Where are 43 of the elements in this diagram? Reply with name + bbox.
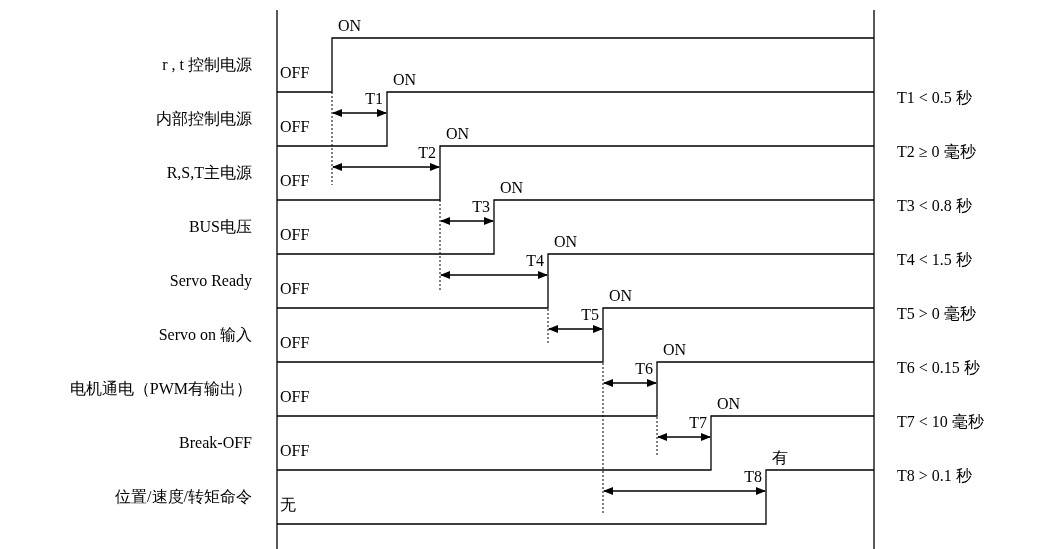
signal-name: R,S,T主电源 bbox=[166, 165, 252, 181]
state-label: ON bbox=[554, 234, 578, 250]
signal-name: 内部控制电源 bbox=[156, 111, 252, 127]
state-label: OFF bbox=[280, 335, 310, 351]
state-label: OFF bbox=[280, 281, 310, 297]
state-label: 无 bbox=[280, 497, 296, 513]
signal-name: Servo Ready bbox=[169, 273, 252, 289]
state-label: ON bbox=[446, 126, 470, 142]
state-label: ON bbox=[338, 18, 362, 34]
signal-name: 电机通电（PWM有输出） bbox=[69, 381, 252, 397]
timing-condition: T6 < 0.15 秒 bbox=[897, 360, 980, 376]
interval-label: T5 bbox=[581, 307, 599, 323]
timing-condition: T2 ≥ 0 毫秒 bbox=[897, 144, 976, 160]
timing-condition: T5 > 0 毫秒 bbox=[897, 306, 976, 322]
state-label: ON bbox=[609, 288, 633, 304]
state-label: ON bbox=[393, 72, 417, 88]
interval-label: T7 bbox=[689, 415, 707, 431]
timing-condition: T8 > 0.1 秒 bbox=[897, 468, 972, 484]
state-label: OFF bbox=[280, 119, 310, 135]
interval-label: T2 bbox=[418, 145, 436, 161]
interval-label: T6 bbox=[635, 361, 653, 377]
interval-label: T4 bbox=[526, 253, 544, 269]
state-label: OFF bbox=[280, 389, 310, 405]
interval-label: T1 bbox=[365, 91, 383, 107]
state-label: ON bbox=[717, 396, 741, 412]
state-label: OFF bbox=[280, 173, 310, 189]
signal-name: BUS电压 bbox=[188, 219, 252, 235]
state-label: ON bbox=[500, 180, 524, 196]
signal-name: Servo on 输入 bbox=[158, 327, 252, 343]
state-label: OFF bbox=[280, 443, 310, 459]
interval-label: T3 bbox=[472, 199, 490, 215]
timing-condition: T3 < 0.8 秒 bbox=[897, 198, 972, 214]
timing-condition: T7 < 10 毫秒 bbox=[897, 414, 984, 430]
state-label: ON bbox=[663, 342, 687, 358]
state-label: OFF bbox=[280, 227, 310, 243]
interval-label: T8 bbox=[744, 469, 762, 485]
timing-condition: T1 < 0.5 秒 bbox=[897, 90, 972, 106]
signal-name: Break-OFF bbox=[179, 435, 252, 451]
signal-name: 位置/速度/转矩命令 bbox=[115, 489, 252, 505]
state-label: OFF bbox=[280, 65, 310, 81]
signal-name: r , t 控制电源 bbox=[162, 57, 252, 73]
timing-condition: T4 < 1.5 秒 bbox=[897, 252, 972, 268]
state-label: 有 bbox=[772, 450, 788, 466]
